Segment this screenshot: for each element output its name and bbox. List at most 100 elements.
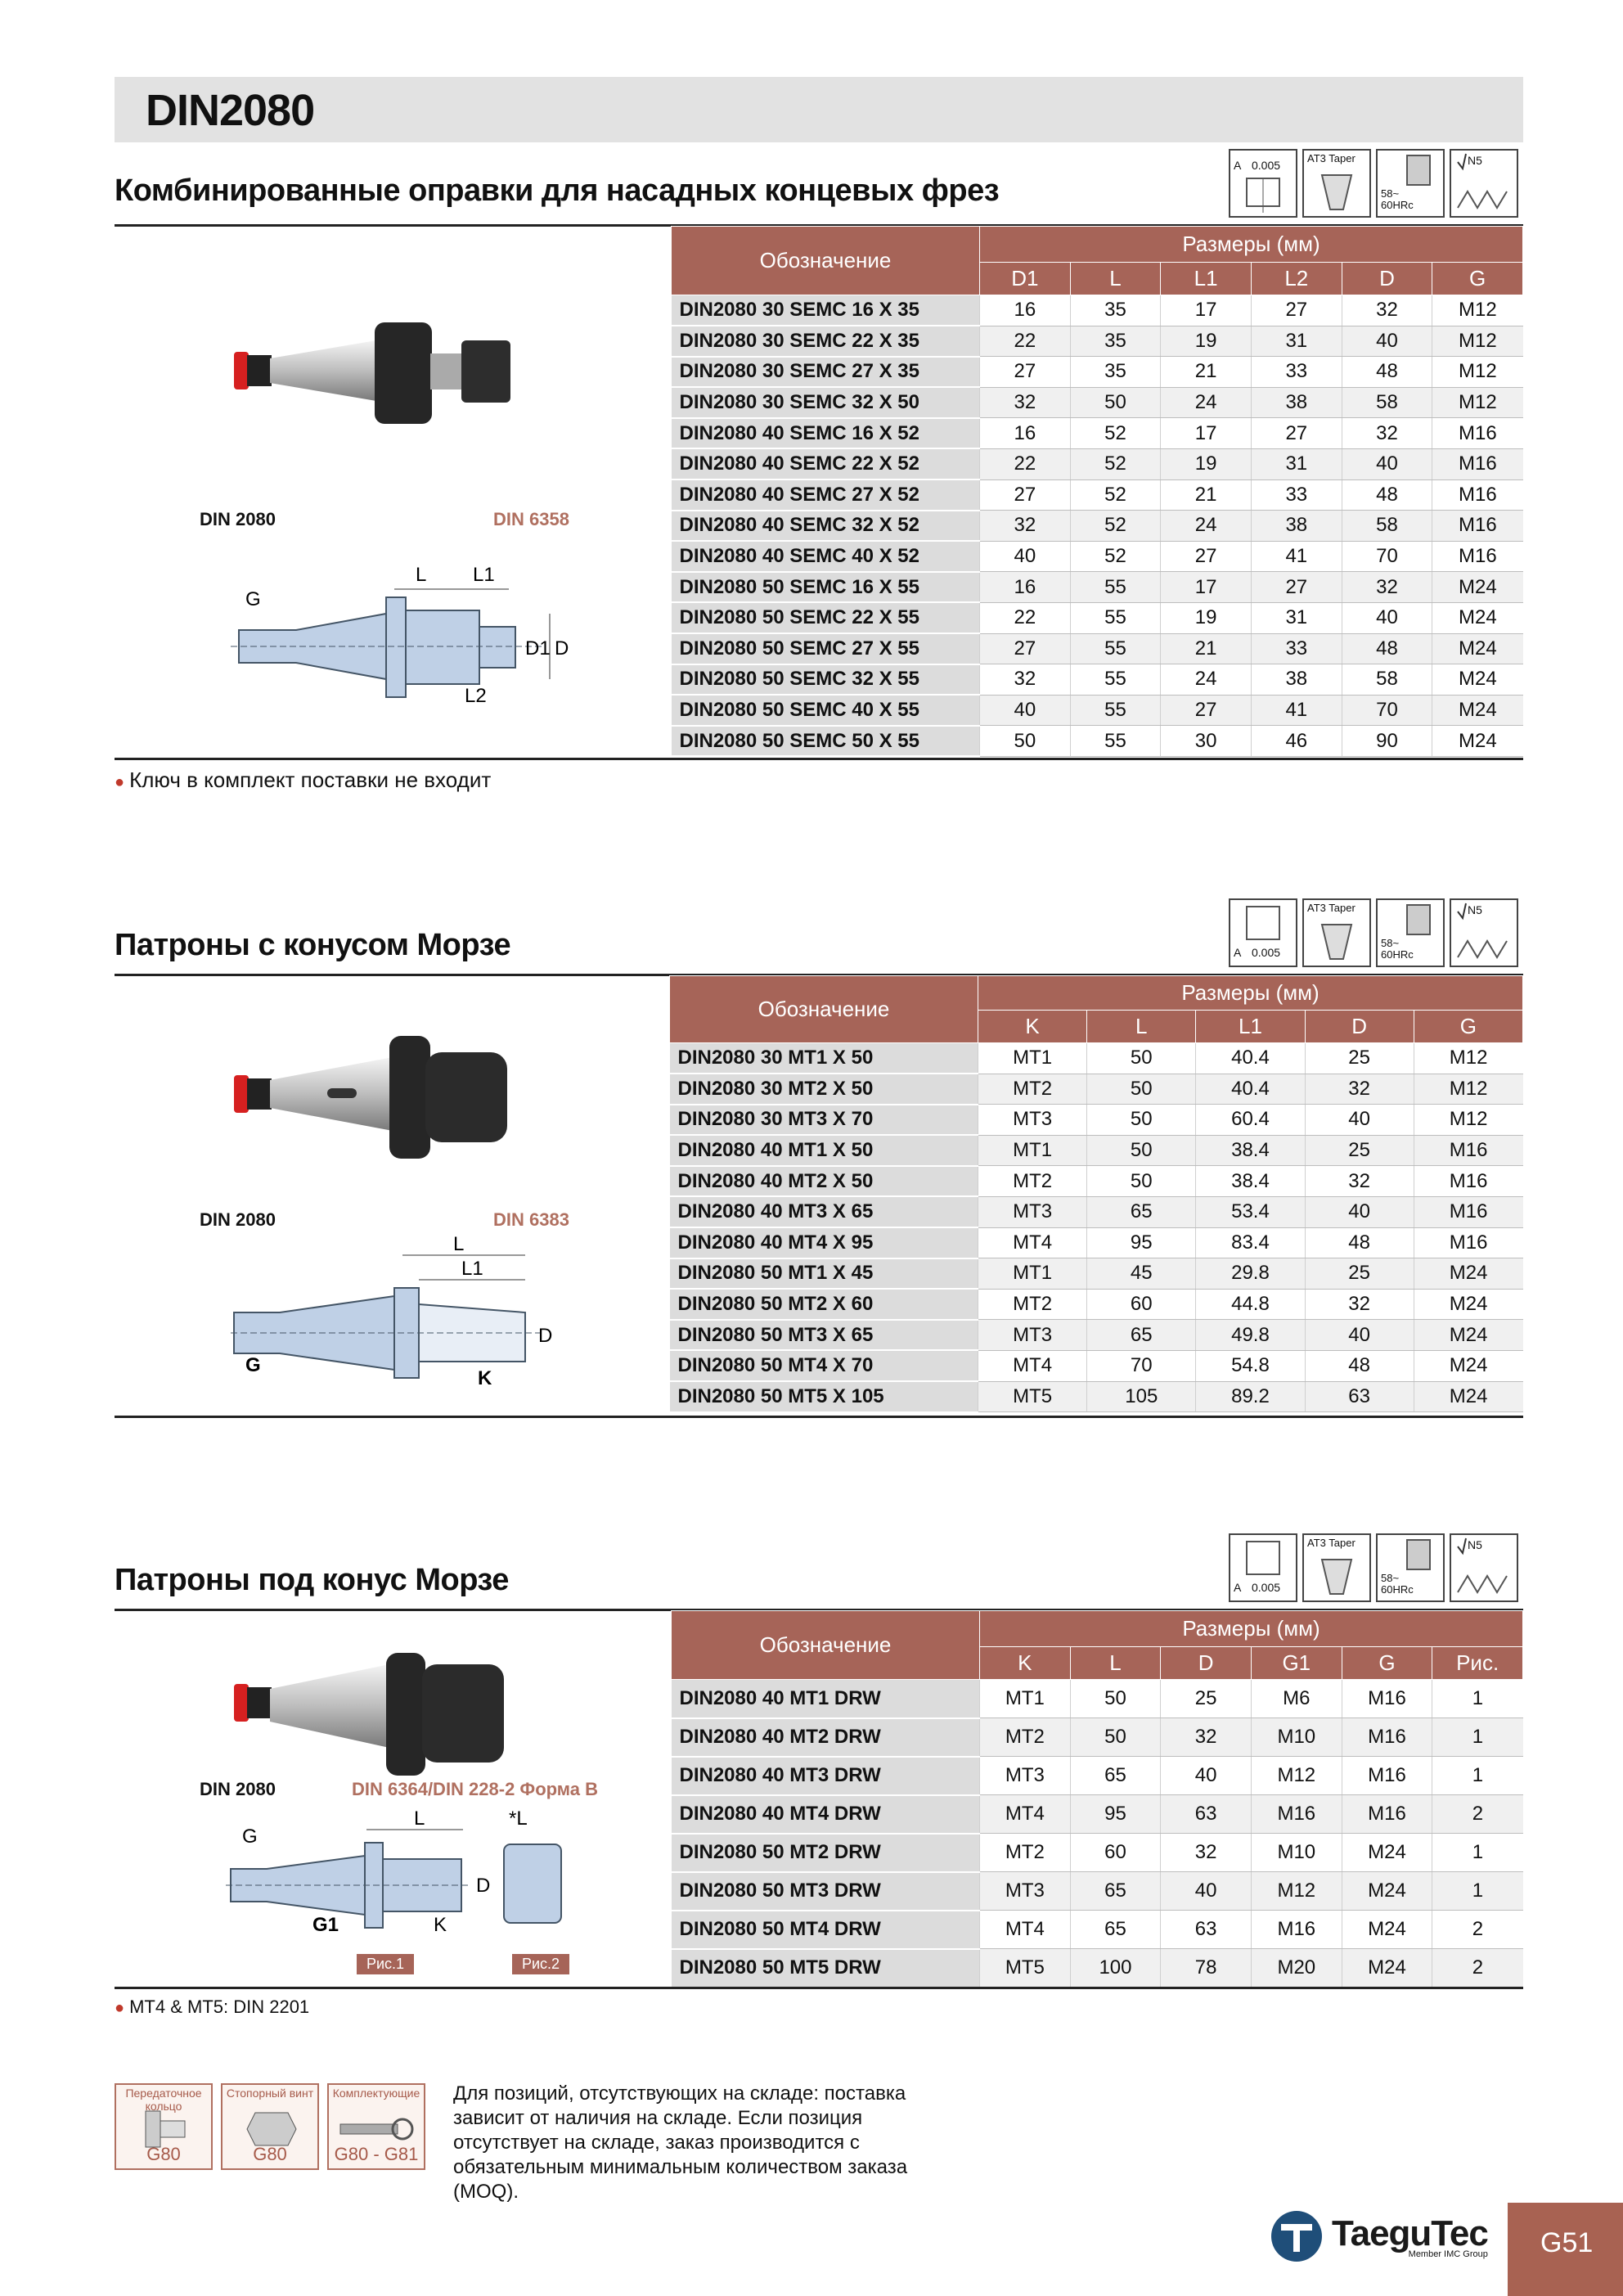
value-cell: 48 bbox=[1341, 633, 1432, 665]
value-cell: 2 bbox=[1432, 1910, 1523, 1949]
runout-icon: A 0.005 bbox=[1229, 149, 1297, 218]
designation-cell: DIN2080 50 MT5 DRW bbox=[671, 1948, 980, 1988]
col-header: K bbox=[979, 1646, 1071, 1680]
value-cell: MT2 bbox=[977, 1165, 1087, 1197]
value-cell: M16 bbox=[1341, 1679, 1432, 1718]
value-cell: 60 bbox=[1069, 1833, 1161, 1872]
brand-name: TaeguTec bbox=[1332, 2213, 1489, 2253]
section3-icons: A 0.005 AT3 Taper 58~ 60HRc N5 bbox=[1229, 1533, 1518, 1602]
value-cell: M24 bbox=[1413, 1381, 1523, 1413]
section1-bottom-rule bbox=[115, 758, 1523, 760]
designation-cell: DIN2080 40 MT1 DRW bbox=[671, 1679, 980, 1719]
designation-cell: DIN2080 40 SEMC 40 X 52 bbox=[671, 541, 980, 573]
value-cell: 25 bbox=[1304, 1258, 1414, 1290]
value-cell: M24 bbox=[1341, 1910, 1432, 1949]
value-cell: 31 bbox=[1250, 448, 1342, 480]
value-cell: MT1 bbox=[979, 1679, 1071, 1718]
svg-text:L: L bbox=[453, 1233, 464, 1255]
value-cell: 55 bbox=[1069, 633, 1161, 665]
svg-text:*L: *L bbox=[509, 1808, 528, 1830]
value-cell: 49.8 bbox=[1195, 1319, 1306, 1351]
value-cell: 83.4 bbox=[1195, 1227, 1306, 1259]
value-cell: M10 bbox=[1250, 1717, 1342, 1757]
value-cell: MT1 bbox=[977, 1258, 1087, 1290]
value-cell: 1 bbox=[1432, 1717, 1523, 1757]
value-cell: 25 bbox=[1160, 1679, 1252, 1718]
section2-label-left: DIN 2080 bbox=[200, 1209, 276, 1230]
value-cell: M16 bbox=[1432, 448, 1523, 480]
col-header: L bbox=[1069, 262, 1162, 295]
designation-cell: DIN2080 40 MT3 DRW bbox=[671, 1756, 980, 1796]
value-cell: M16 bbox=[1413, 1227, 1523, 1259]
value-cell: M16 bbox=[1413, 1165, 1523, 1197]
value-cell: 27 bbox=[979, 356, 1071, 388]
value-cell: 44.8 bbox=[1195, 1289, 1306, 1321]
designation-header: Обозначение bbox=[669, 975, 978, 1043]
value-cell: 19 bbox=[1160, 326, 1252, 358]
designation-cell: DIN2080 30 MT3 X 70 bbox=[669, 1104, 978, 1137]
value-cell: M24 bbox=[1432, 602, 1523, 634]
value-cell: 52 bbox=[1069, 510, 1161, 542]
value-cell: 45 bbox=[1086, 1258, 1196, 1290]
designation-cell: DIN2080 30 SEMC 16 X 35 bbox=[671, 295, 980, 327]
value-cell: M12 bbox=[1432, 326, 1523, 358]
value-cell: 54.8 bbox=[1195, 1350, 1306, 1382]
svg-text:D: D bbox=[476, 1875, 490, 1897]
value-cell: 21 bbox=[1160, 356, 1252, 388]
value-cell: M24 bbox=[1413, 1289, 1523, 1321]
value-cell: 38 bbox=[1250, 387, 1342, 419]
header-bar: DIN2080 bbox=[115, 77, 1523, 142]
value-cell: M12 bbox=[1432, 295, 1523, 326]
value-cell: 40.4 bbox=[1195, 1042, 1306, 1074]
value-cell: M24 bbox=[1341, 1948, 1432, 1988]
value-cell: MT1 bbox=[977, 1135, 1087, 1167]
value-cell: 52 bbox=[1069, 541, 1161, 573]
value-cell: M16 bbox=[1432, 541, 1523, 573]
value-cell: MT1 bbox=[977, 1042, 1087, 1074]
value-cell: 52 bbox=[1069, 479, 1161, 511]
brand-sub: Member IMC Group bbox=[1408, 2249, 1488, 2259]
page-title: DIN2080 bbox=[146, 86, 315, 135]
col-header: G bbox=[1432, 262, 1523, 295]
designation-header: Обозначение bbox=[671, 226, 980, 295]
accessories-link[interactable]: Комплектующие G80 - G81 bbox=[327, 2083, 425, 2170]
value-cell: 1 bbox=[1432, 1871, 1523, 1911]
value-cell: 50 bbox=[1086, 1042, 1196, 1074]
col-header: G bbox=[1413, 1010, 1524, 1043]
section2-drawing: L L1 D G K bbox=[231, 1233, 552, 1389]
value-cell: 70 bbox=[1341, 541, 1432, 573]
value-cell: 27 bbox=[1160, 541, 1252, 573]
value-cell: 38 bbox=[1250, 664, 1342, 696]
section3-note: ●MT4 & MT5: DIN 2201 bbox=[115, 1997, 310, 2017]
fig1-label: Рис.1 bbox=[357, 1954, 415, 1974]
designation-cell: DIN2080 40 SEMC 32 X 52 bbox=[671, 510, 980, 542]
section2-table: Обозначение Размеры (мм) K L L1 D G DIN2… bbox=[669, 975, 1524, 1413]
value-cell: 22 bbox=[979, 602, 1071, 634]
locking-screw-link[interactable]: Стопорный винт G80 bbox=[221, 2083, 319, 2170]
value-cell: 1 bbox=[1432, 1679, 1523, 1718]
value-cell: M24 bbox=[1413, 1350, 1523, 1382]
transfer-ring-link[interactable]: Передаточное кольцо G80 bbox=[115, 2083, 213, 2170]
value-cell: 16 bbox=[979, 571, 1071, 603]
value-cell: 16 bbox=[979, 295, 1071, 326]
value-cell: M24 bbox=[1432, 664, 1523, 696]
value-cell: 38 bbox=[1250, 510, 1342, 542]
value-cell: 40 bbox=[1304, 1104, 1414, 1136]
value-cell: 78 bbox=[1160, 1948, 1252, 1988]
svg-text:G1: G1 bbox=[312, 1914, 339, 1934]
value-cell: 40 bbox=[1341, 326, 1432, 358]
surface-finish-icon: N5 bbox=[1450, 149, 1518, 218]
section1-drawing: L L1 G D1 D L2 bbox=[231, 564, 569, 707]
value-cell: 27 bbox=[1250, 295, 1342, 326]
col-header: L bbox=[1086, 1010, 1197, 1043]
value-cell: 24 bbox=[1160, 664, 1252, 696]
